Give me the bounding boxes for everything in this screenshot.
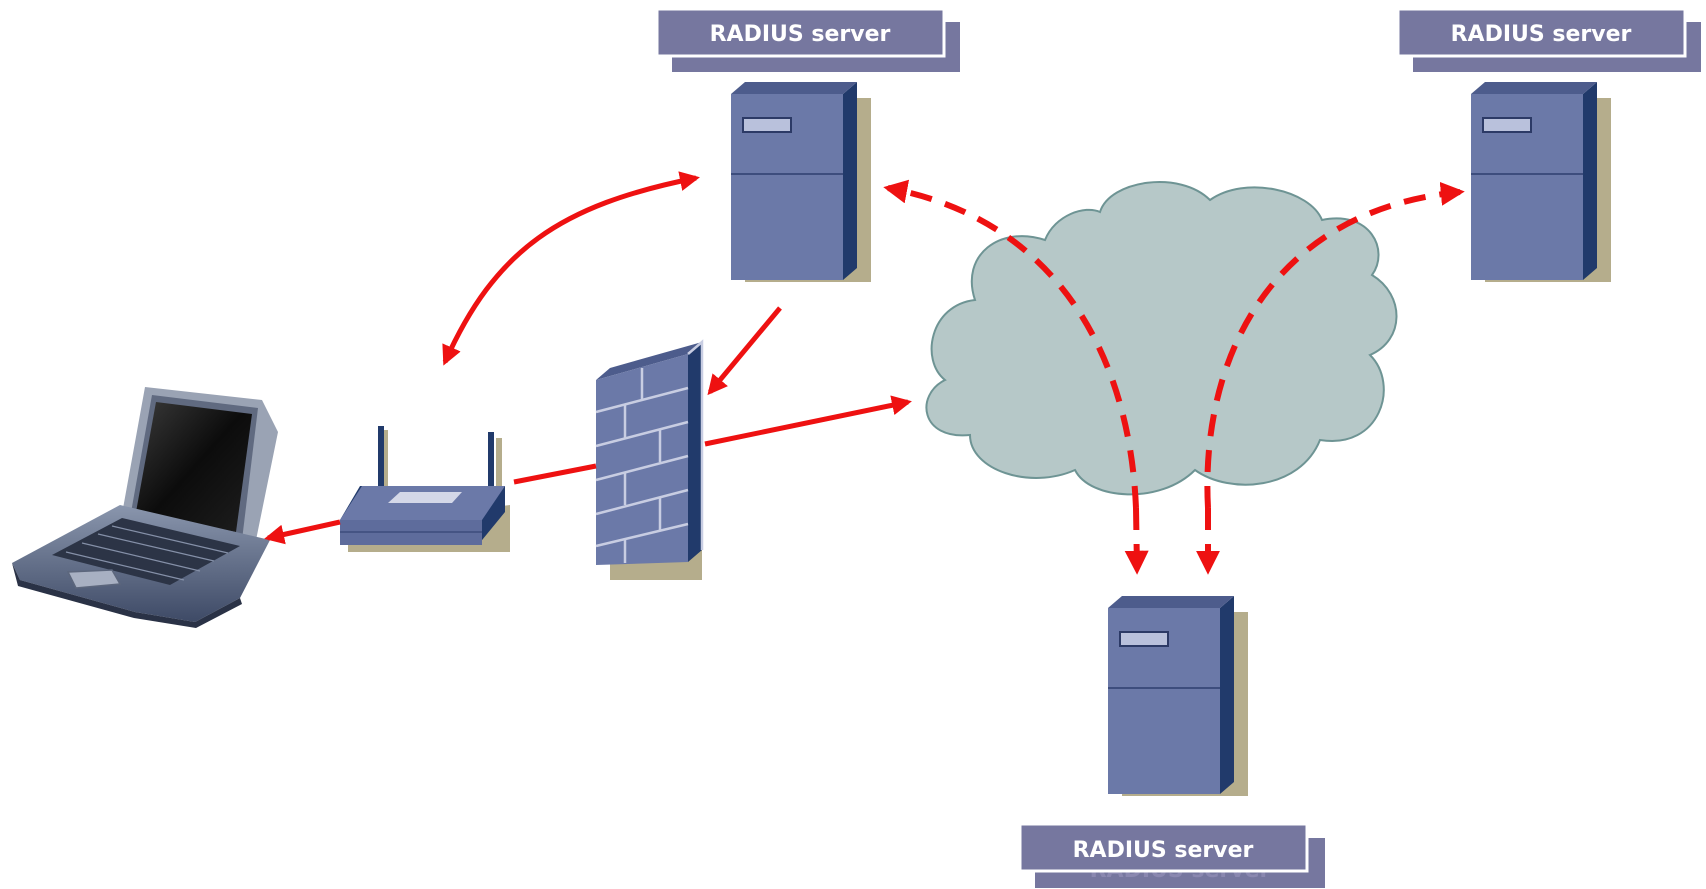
laptop-icon [12, 387, 278, 628]
wireless-router-icon [340, 426, 510, 552]
link-cloud-server-bottom-a [1124, 507, 1149, 575]
cloud-icon [925, 181, 1398, 496]
server-label-right: RADIUS server RADIUS server [1396, 7, 1701, 72]
link-access-point-laptop [264, 519, 341, 545]
server-icon [1108, 596, 1248, 796]
link-access-point-server-top [442, 171, 700, 366]
link-server-top-firewall [707, 306, 782, 396]
link-cloud-server-top [883, 179, 1139, 509]
server-label-text: RADIUS server [710, 22, 891, 47]
link-firewall-cloud [704, 395, 912, 447]
server-label-bottom: RADIUS server RADIUS server [1018, 822, 1325, 888]
server-label-text: RADIUS server [1073, 838, 1254, 863]
server-icon [731, 82, 871, 282]
radius-server-bottom[interactable] [1108, 596, 1248, 802]
link-cloud-server-right [1204, 181, 1465, 509]
network-cloud [925, 181, 1398, 496]
radius-server-top[interactable] [731, 82, 871, 288]
link-access-point-firewall [513, 463, 597, 485]
server-icon [1471, 82, 1611, 282]
firewall[interactable] [595, 339, 704, 580]
wireless-access-point[interactable] [340, 426, 510, 552]
radius-server-right[interactable] [1471, 82, 1611, 288]
firewall-icon [595, 339, 704, 580]
server-label-text: RADIUS server [1451, 22, 1632, 47]
laptop[interactable] [12, 387, 278, 628]
server-label-top: RADIUS server RADIUS server [655, 7, 960, 72]
